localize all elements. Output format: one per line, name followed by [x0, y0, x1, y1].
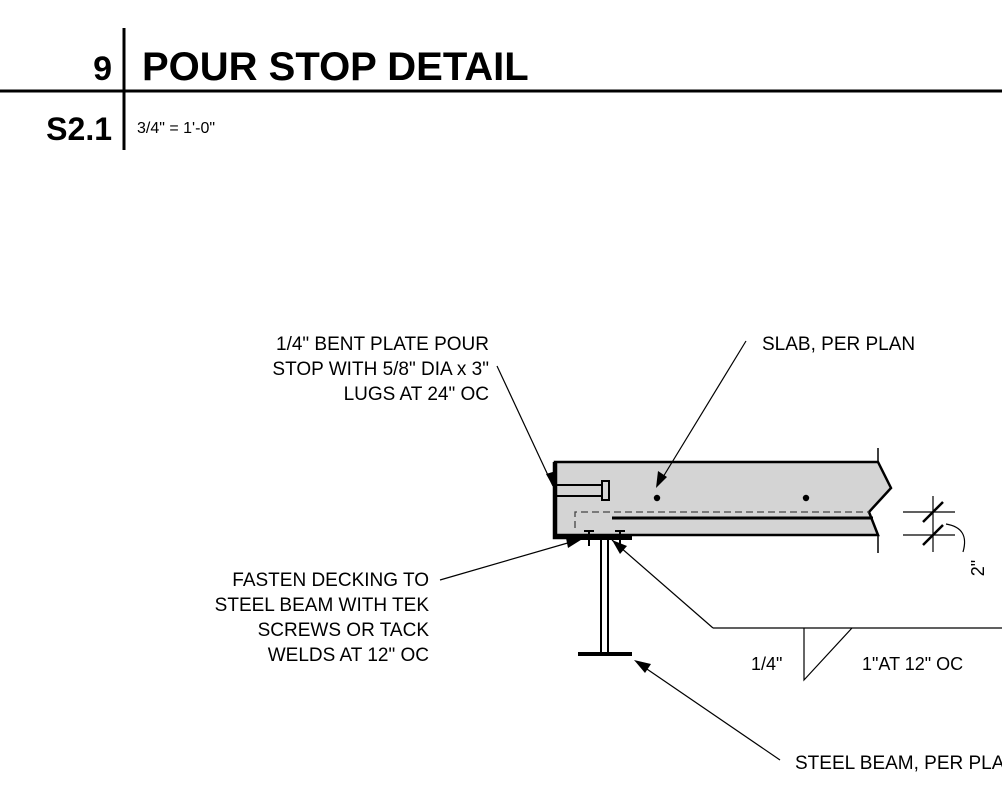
leader-arrow: [656, 471, 667, 488]
sheet-number: S2.1: [46, 111, 112, 147]
rebar-dot: [802, 494, 810, 502]
leader-fasten: [439, 539, 579, 581]
deck-dimension: 2": [903, 496, 988, 576]
note-line: SCREWS OR TACK: [258, 620, 430, 641]
weld-symbol: 1/4" 1"AT 12" OC: [611, 539, 1002, 682]
note-line: STOP WITH 5/8" DIA x 3": [272, 359, 489, 380]
note-steel-beam-label: STEEL BEAM, PER PLAN: [795, 753, 1002, 774]
note-line: WELDS AT 12" OC: [268, 645, 429, 666]
note-slab: SLAB, PER PLAN: [656, 334, 915, 488]
note-line: 1/4" BENT PLATE POUR: [276, 334, 489, 355]
title-block: 9 POUR STOP DETAIL S2.1 3/4" = 1'-0": [0, 28, 1002, 150]
detail-scale: 3/4" = 1'-0": [137, 120, 215, 137]
leader-arrow: [546, 471, 556, 490]
weld-arrow-head: [612, 540, 627, 554]
tek-screw: [584, 530, 594, 546]
weld-size: 1/4": [751, 654, 782, 674]
note-slab-label: SLAB, PER PLAN: [762, 334, 915, 355]
rebar-dot: [653, 494, 661, 502]
note-bent-plate: 1/4" BENT PLATE POUR STOP WITH 5/8" DIA …: [272, 334, 556, 490]
note-line: LUGS AT 24" OC: [344, 384, 489, 405]
weld-length-pitch: 1"AT 12" OC: [862, 654, 963, 674]
detail-number: 9: [93, 50, 112, 88]
leader-arrow: [634, 660, 651, 673]
lug-head: [601, 480, 610, 501]
fillet-weld-triangle: [803, 627, 853, 682]
dim-tick-bottom: [922, 524, 944, 546]
deck-dashed-line: [574, 511, 869, 528]
note-line: FASTEN DECKING TO: [232, 570, 429, 591]
weld-arrow-leader: [611, 539, 714, 629]
deck-dim-label: 2": [968, 560, 988, 576]
leader-arrow: [566, 538, 584, 548]
dim-leader: [945, 523, 966, 553]
note-line: STEEL BEAM WITH TEK: [215, 595, 430, 616]
note-steel-beam: STEEL BEAM, PER PLAN: [634, 660, 1002, 774]
detail-title: POUR STOP DETAIL: [142, 45, 529, 89]
dim-tick-top: [922, 501, 944, 523]
note-fasten: FASTEN DECKING TO STEEL BEAM WITH TEK SC…: [215, 538, 584, 666]
leader-bent-plate: [496, 365, 554, 487]
leader-slab: [659, 340, 747, 483]
leader-steel-beam: [640, 664, 781, 761]
